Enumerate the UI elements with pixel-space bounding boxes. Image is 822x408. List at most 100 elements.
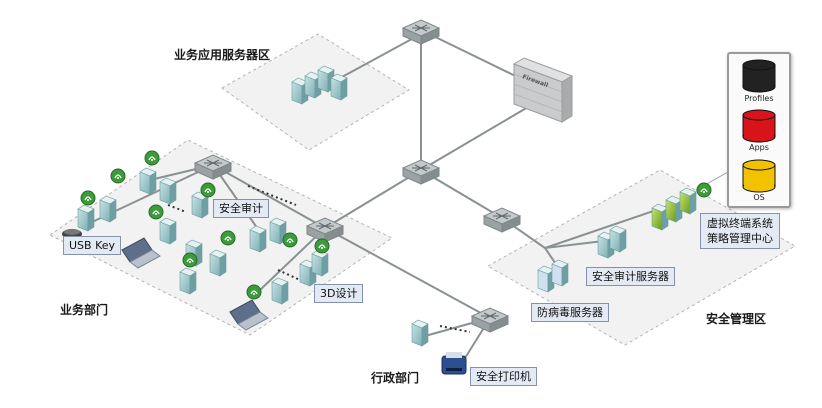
printer-slot <box>446 368 462 371</box>
badge-dot <box>253 293 255 295</box>
badge-arc <box>700 188 708 193</box>
badge-dot <box>155 213 157 215</box>
cylinder-fill <box>744 115 774 136</box>
tower-front <box>271 281 283 305</box>
wireless-badge-icon <box>182 252 198 268</box>
tag-vdi-center-line2: 策略管理中心 <box>707 232 773 245</box>
link-firewall-core <box>420 99 541 171</box>
laptop-base <box>237 311 269 331</box>
tower-side <box>149 171 157 195</box>
tag-vdi-center-line1: 虚拟终端系统 <box>707 217 773 230</box>
badge-dot <box>321 247 323 249</box>
vdi-servers-layer <box>651 187 697 231</box>
switch-right-face <box>212 162 232 180</box>
usb-key-top <box>64 229 80 235</box>
tag-usb-key: USB Key <box>63 236 122 255</box>
antivirus-server-tower-0 <box>537 265 555 293</box>
vdi-stack-panel: Profiles Apps OS <box>727 52 791 208</box>
link-core-business <box>324 169 422 229</box>
vdi-server-tower-2 <box>679 187 697 215</box>
link-business-admin <box>324 227 491 319</box>
zone-label-security: 安全管理区 <box>706 312 767 326</box>
cylinder-top <box>742 59 776 71</box>
legend-label-os: OS <box>753 193 765 202</box>
firewall-bricks <box>513 73 563 113</box>
tower-side <box>219 253 227 277</box>
badge-circle <box>314 238 330 254</box>
tower-front <box>99 199 111 223</box>
cylinder-top <box>742 159 776 171</box>
switch-arrows <box>493 212 511 220</box>
badge-circle <box>110 168 126 184</box>
switch-business-icon <box>193 154 233 180</box>
switches-layer <box>193 19 522 333</box>
firewall-brick-line-3 <box>513 93 563 113</box>
cylinder-icon-profiles <box>742 59 776 93</box>
tower-side <box>169 221 177 245</box>
terminal-icon-10 <box>179 267 197 295</box>
terminal-icon-3 <box>159 177 177 205</box>
link-security-vdi <box>544 205 669 249</box>
tag-antivirus-server: 防病毒服务器 <box>531 303 609 322</box>
tower-side <box>201 195 209 219</box>
laptop-base <box>129 249 161 269</box>
tower-front <box>249 229 261 253</box>
tower-side <box>87 208 95 232</box>
badge-circle <box>246 284 262 300</box>
security-servers-layer <box>537 225 627 293</box>
tower-front <box>317 69 329 93</box>
tag-3d-design: 3D设计 <box>314 284 364 303</box>
wireless-badge-icon <box>110 168 126 184</box>
badge-arc <box>84 196 92 201</box>
tower-front <box>311 253 323 277</box>
printer-icon <box>441 352 467 375</box>
ellipsis-3 <box>277 269 301 281</box>
badge-dot <box>703 191 705 193</box>
badge-dot <box>117 177 119 179</box>
tag-audit-server: 安全审计服务器 <box>586 267 675 286</box>
terminal-icon-2 <box>139 167 157 195</box>
switch-right-face <box>420 167 440 185</box>
wireless-badge-icon <box>144 150 160 166</box>
badge-circle <box>696 182 712 198</box>
tower-side <box>619 229 627 253</box>
tower-front <box>159 221 171 245</box>
wireless-badge-icon <box>696 182 712 198</box>
badge-dot <box>289 241 291 243</box>
admin-terminal-icon <box>411 319 429 347</box>
firewall-brick-line-2 <box>513 83 563 103</box>
switch-arrows <box>316 222 334 230</box>
printer-tray <box>446 352 462 358</box>
tower-front <box>665 199 677 223</box>
firewall-side <box>561 75 573 123</box>
switch-admin-icon <box>470 307 510 333</box>
tower-front <box>330 77 342 101</box>
tag-vdi-center: 虚拟终端系统 策略管理中心 <box>700 213 780 249</box>
tower-side <box>561 263 569 287</box>
wireless-badge-icon <box>80 190 96 206</box>
ellipsis-1 <box>247 185 297 206</box>
zone-label-app-servers: 业务应用服务器区 <box>174 48 271 62</box>
wireless-badge-icon <box>314 238 330 254</box>
switch-arrows <box>412 24 430 32</box>
terminal-icon-4 <box>191 191 209 219</box>
tower-front <box>537 269 549 293</box>
tower-side <box>259 229 267 253</box>
terminal-icon-13 <box>311 249 329 277</box>
tower-side <box>421 323 429 347</box>
terminal-icon-12 <box>299 259 317 287</box>
tower-front <box>209 253 221 277</box>
terminal-icon-5 <box>159 217 177 245</box>
tower-front <box>651 207 663 231</box>
ellipsis-2 <box>167 204 187 213</box>
badge-arc <box>148 156 156 161</box>
switch-top-icon <box>401 19 441 45</box>
switch-core-icon <box>401 159 441 185</box>
switch-right-face <box>489 315 509 333</box>
zone-label-business: 业务部门 <box>60 303 109 317</box>
tower-front <box>551 263 563 287</box>
laptop-icon <box>229 299 269 331</box>
switch-security-icon <box>482 207 522 233</box>
switch-arrows <box>481 312 499 320</box>
